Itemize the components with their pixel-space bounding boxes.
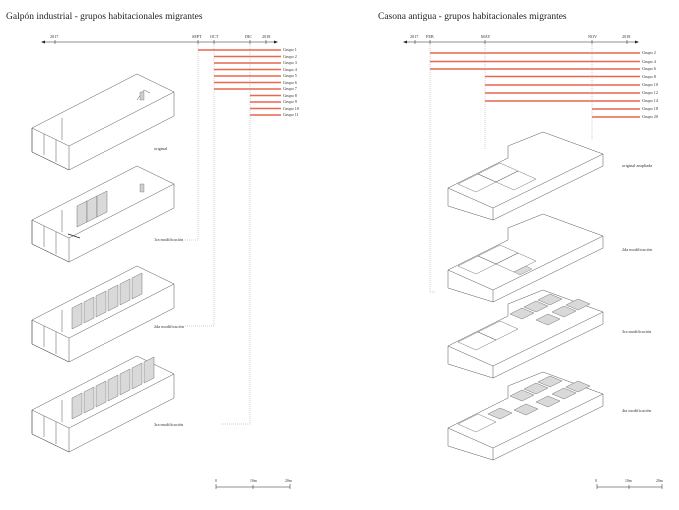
phase-label: original [154, 146, 168, 151]
panel-title-casona: Casona antigua - grupos habitacionales m… [378, 12, 567, 22]
scale-label: 20m [285, 479, 292, 483]
building-galpon-mod2 [31, 265, 175, 363]
scale-label: 10m [250, 479, 257, 483]
group-label: Grupo 4 [642, 58, 656, 64]
timeline-tick-sept: SEPT [192, 34, 202, 39]
timeline-tick-2017: 2017 [410, 34, 419, 39]
panel-title-galpon: Galpón industrial - grupos habitacionale… [6, 12, 203, 22]
timeline-tick-feb: FEB [426, 34, 434, 39]
timeline-tick-oct: OCT [210, 34, 219, 39]
timeline-tick-may: MAY [481, 34, 491, 39]
timeline-tick-dic: DIC [245, 34, 253, 39]
group-label: Grupo 20 [642, 114, 658, 119]
timeline-tick-nov: NOV [588, 34, 598, 39]
group-label: Grupo 6 [642, 66, 656, 71]
timeline-tick-2017: 2017 [50, 34, 59, 39]
scale-bar-casona [596, 484, 663, 489]
scale-label: 20m [656, 479, 663, 483]
scale-label: 0 [215, 479, 217, 483]
timeline-axis-galpon [41, 40, 278, 44]
group-label: Grupo 18 [642, 106, 658, 111]
group-label: Grupo 11 [283, 112, 299, 117]
building-casona-mod4 [447, 371, 604, 461]
group-label: Grupo 2 [283, 53, 297, 59]
group-bars-galpon [198, 49, 281, 116]
group-label: Grupo 8 [642, 73, 656, 79]
building-casona-mod3 [447, 289, 604, 379]
group-label: Grupo 3 [283, 60, 297, 65]
timeline-tick-2018: 2018 [262, 34, 271, 39]
scale-label: 10m [625, 479, 632, 483]
timeline-tick-2018: 2018 [622, 34, 631, 39]
group-label: Grupo 10 [283, 105, 299, 111]
phase-label: 2da modificación [622, 247, 652, 252]
phase-connectors-casona [429, 44, 593, 293]
building-galpon-mod1 [31, 165, 175, 263]
group-label: Grupo 6 [283, 79, 297, 85]
phase-label: 4ta modificación [622, 408, 651, 413]
group-label: Grupo 4 [283, 66, 297, 72]
building-galpon-original [31, 73, 175, 171]
group-label: Grupo 5 [283, 73, 297, 78]
timeline-axis-casona [403, 40, 639, 44]
building-casona-mod2 [447, 213, 604, 303]
group-label: Grupo 14 [642, 98, 658, 103]
group-label: Grupo 1 [283, 47, 297, 52]
group-label: Grupo 9 [283, 99, 297, 104]
group-label: Grupo 10 [642, 82, 658, 87]
scale-label: 0 [595, 479, 597, 483]
building-casona-original [447, 131, 604, 221]
phase-label: 3ra modificación [154, 422, 184, 427]
phase-connectors-galpon [185, 44, 251, 425]
group-label: Grupo 12 [642, 90, 658, 95]
group-label: Grupo 2 [642, 50, 656, 55]
group-label: Grupo 8 [283, 92, 297, 98]
group-label: Grupo 7 [283, 86, 297, 91]
phase-label: 1ra modificación [154, 237, 184, 242]
group-bars-casona [430, 52, 640, 118]
scale-bar-galpon [215, 484, 291, 489]
phase-label: 3ra modificación [622, 329, 652, 334]
building-galpon-mod3 [31, 355, 175, 453]
phase-label: 2da modificación [154, 324, 184, 329]
phase-label: original ampliada [622, 163, 653, 168]
